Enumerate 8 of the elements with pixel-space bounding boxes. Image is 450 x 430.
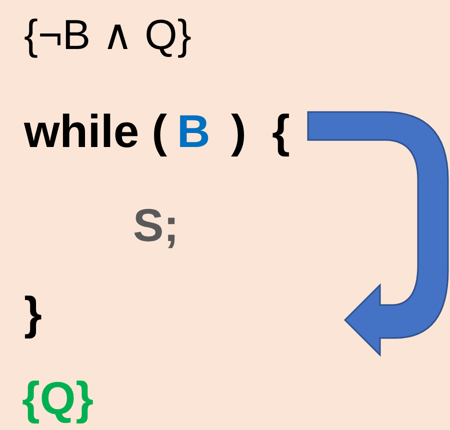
postcondition: {Q} — [22, 375, 94, 421]
precondition: {¬B ∧ Q} — [24, 14, 192, 56]
opening-brace: { — [272, 108, 290, 154]
loop-keyword: while ( — [24, 108, 168, 154]
loop-condition: B — [177, 108, 210, 154]
closing-paren: ) — [231, 108, 246, 154]
loop-body: S; — [133, 202, 179, 248]
closing-brace: } — [24, 290, 42, 336]
